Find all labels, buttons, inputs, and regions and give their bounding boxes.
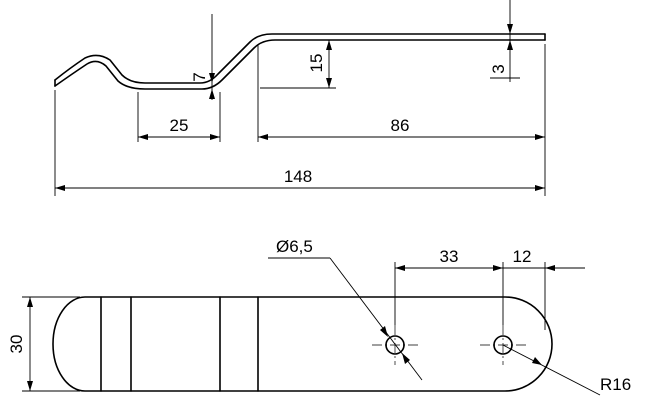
dimension-7-label: 7 xyxy=(190,72,209,81)
dimension-15: 15 xyxy=(307,40,332,88)
dimension-148-label: 148 xyxy=(284,167,312,186)
dimension-diameter: Ø6,5 xyxy=(268,237,423,381)
dimension-3-label: 3 xyxy=(489,64,508,73)
hole-left xyxy=(372,325,418,365)
dimension-30: 30 xyxy=(7,296,80,392)
dimension-3: 3 xyxy=(489,0,513,82)
dimension-diameter-label: Ø6,5 xyxy=(276,237,313,256)
dimension-15-label: 15 xyxy=(307,54,326,73)
dimension-12: 12 xyxy=(503,247,585,330)
dimension-7: 7 xyxy=(190,14,215,100)
side-view-profile xyxy=(54,33,546,90)
dimension-radius-label: R16 xyxy=(600,375,631,394)
dimension-25: 25 xyxy=(138,116,220,140)
dimension-33: 33 xyxy=(394,247,504,325)
dimension-12-label: 12 xyxy=(513,247,532,266)
dimension-25-label: 25 xyxy=(170,116,189,135)
dimension-radius: R16 xyxy=(502,344,631,396)
dimension-33-label: 33 xyxy=(440,247,459,266)
top-view-outline xyxy=(52,296,553,392)
dimension-86: 86 xyxy=(258,116,545,140)
dimension-86-label: 86 xyxy=(391,116,410,135)
dimension-148: 148 xyxy=(55,167,545,191)
side-view-extension-lines xyxy=(54,44,546,196)
dimension-30-label: 30 xyxy=(7,335,26,354)
